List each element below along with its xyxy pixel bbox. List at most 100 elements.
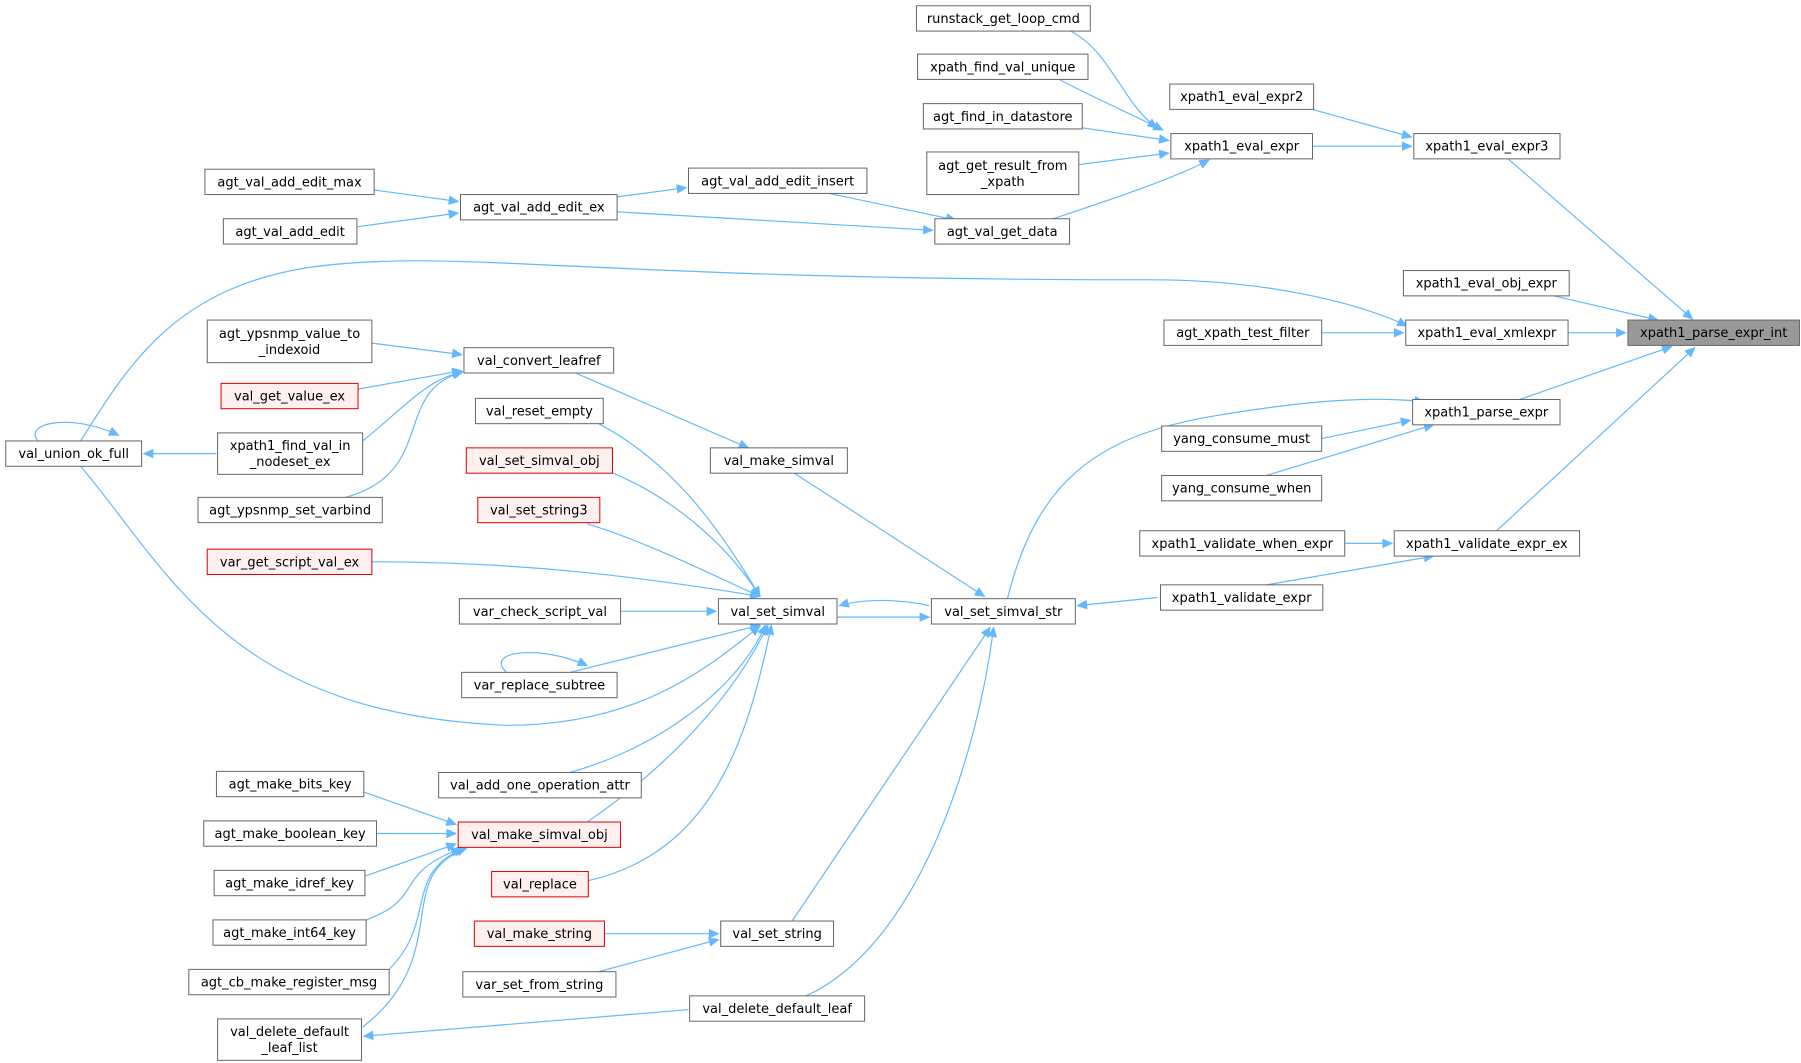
node-label: val_convert_leafref (477, 354, 601, 369)
node-val-make-simval-obj[interactable]: val_make_simval_obj (457, 821, 622, 848)
arrowhead-val_delete_default_leaf-to-val_set_simval_str (987, 626, 998, 638)
node-box (217, 432, 364, 475)
node-label: val_make_string (487, 927, 592, 942)
arrowhead-xpath1_parse_expr-to-xpath1_parse_expr_int (1661, 345, 1673, 355)
node-box (926, 151, 1080, 196)
node-box (206, 319, 373, 364)
node-label: xpath1_validate_expr_ex (1406, 537, 1568, 552)
node-xpath1-validate-expr-ex[interactable]: xpath1_validate_expr_ex (1393, 530, 1581, 557)
node-runstack-get-loop-cmd[interactable]: runstack_get_loop_cmd (915, 5, 1091, 32)
node-agt-get-result-from-xpath[interactable]: agt_get_result_from_xpath (926, 151, 1080, 196)
node-agt-xpath-test-filter[interactable]: agt_xpath_test_filter (1163, 319, 1323, 346)
node-val-delete-default-leaf-list[interactable]: val_delete_default_leaf_list (217, 1018, 363, 1061)
edge-val_union_ok_full-to-val_set_simval (80, 465, 761, 726)
node-xpath1-eval-xmlexpr[interactable]: xpath1_eval_xmlexpr (1405, 319, 1569, 346)
node-box (203, 820, 377, 847)
node-yang-consume-must[interactable]: yang_consume_must (1161, 425, 1323, 452)
node-agt-make-boolean-key[interactable]: agt_make_boolean_key (203, 820, 377, 847)
node-agt-make-idref-key[interactable]: agt_make_idref_key (213, 869, 366, 897)
node-box (915, 5, 1091, 32)
arrowhead-val_union_ok_full-to-val_union_ok_full (107, 426, 120, 436)
edge-var_get_script_val_ex-to-val_set_simval (371, 561, 760, 597)
node-label: val_delete_default_leaf (702, 1002, 852, 1017)
node-val-add-one-operation-attr[interactable]: val_add_one_operation_attr (438, 772, 642, 799)
node-agt-val-add-edit[interactable]: agt_val_add_edit (222, 218, 358, 245)
node-agt-val-add-edit-max[interactable]: agt_val_add_edit_max (204, 168, 375, 196)
node-box (1161, 474, 1323, 502)
arrowhead-agt_val_add_edit_ex-to-agt_val_add_edit_insert (676, 184, 688, 194)
edge-val_add_one_operation_attr-to-val_set_simval (569, 624, 767, 774)
node-box (215, 770, 365, 798)
node-val-replace[interactable]: val_replace (491, 871, 589, 898)
node-val-union-ok-full[interactable]: val_union_ok_full (5, 440, 143, 467)
arrowhead-agt_make_boolean_key-to-val_make_simval_obj (446, 828, 458, 839)
edge-xpath1_validate_expr-to-val_set_simval_str (1077, 596, 1158, 607)
node-val-reset-empty[interactable]: val_reset_empty (474, 397, 604, 425)
node-val-set-string3[interactable]: val_set_string3 (477, 496, 601, 524)
node-xpath1-eval-expr3[interactable]: xpath1_eval_expr3 (1413, 133, 1561, 160)
edge-agt_ypsnmp_value_to_indexoid-to-val_convert_leafref (371, 342, 462, 356)
node-xpath1-validate-when-expr[interactable]: xpath1_validate_when_expr (1139, 530, 1346, 557)
node-agt-make-int64-key[interactable]: agt_make_int64_key (212, 919, 367, 946)
node-box (213, 869, 366, 897)
node-val-make-simval[interactable]: val_make_simval (709, 447, 848, 474)
edge-xpath1_validate_expr-to-xpath1_validate_expr_ex (1266, 555, 1434, 586)
arrowhead-var_set_from_string-to-val_set_string (707, 937, 720, 947)
node-box (917, 53, 1089, 80)
node-xpath1-validate-expr[interactable]: xpath1_validate_expr (1160, 584, 1324, 611)
arrowhead-agt_val_add_edit-to-agt_val_add_edit_ex (448, 209, 460, 219)
node-box (922, 103, 1083, 130)
arrowhead-agt_ypsnmp_set_varbind-to-val_convert_leafref (452, 369, 465, 379)
node-yang-consume-when[interactable]: yang_consume_when (1161, 474, 1323, 502)
node-agt-find-in-datastore[interactable]: agt_find_in_datastore (922, 103, 1083, 130)
node-label: var_check_script_val (473, 605, 607, 620)
node-val-set-simval-obj[interactable]: val_set_simval_obj (465, 447, 613, 474)
node-xpath1-eval-expr[interactable]: xpath1_eval_expr (1170, 133, 1313, 160)
node-val-set-string[interactable]: val_set_string (720, 920, 835, 947)
node-xpath1-parse-expr[interactable]: xpath1_parse_expr (1412, 399, 1561, 426)
node-label: val_set_string3 (490, 504, 588, 519)
node-val-set-simval[interactable]: val_set_simval (717, 598, 838, 625)
node-var-set-from-string[interactable]: var_set_from_string (462, 971, 617, 998)
node-agt-make-bits-key[interactable]: agt_make_bits_key (215, 770, 365, 798)
node-var-check-script-val[interactable]: var_check_script_val (458, 598, 622, 625)
arrowhead-val_set_simval-to-val_set_simval_str (919, 612, 931, 622)
node-val-set-simval-str[interactable]: val_set_simval_str (930, 598, 1076, 625)
node-label: agt_make_bits_key (229, 778, 352, 793)
edge-val_delete_default_leaf-to-val_set_simval_str (805, 627, 995, 997)
node-box (687, 167, 868, 194)
node-box (1161, 425, 1323, 452)
edge-val_union_ok_full-to-val_union_ok_full (34, 421, 119, 442)
node-xpath1-eval-obj-expr[interactable]: xpath1_eval_obj_expr (1402, 270, 1570, 297)
node-val-convert-leafref[interactable]: val_convert_leafref (463, 347, 615, 374)
node-box (458, 598, 622, 625)
node-xpath1-parse-expr-int[interactable]: xpath1_parse_expr_int (1627, 319, 1800, 346)
node-agt-cb-make-register-msg[interactable]: agt_cb_make_register_msg (188, 968, 390, 996)
edge-xpath1_find_val_in_nodeset_ex-to-val_convert_leafref (362, 371, 462, 442)
node-agt-val-get-data[interactable]: agt_val_get_data (934, 218, 1071, 245)
node-xpath1-find-val-in-nodeset-ex[interactable]: xpath1_find_val_in_nodeset_ex (217, 432, 364, 475)
node-label: agt_ypsnmp_set_varbind (209, 504, 371, 519)
edge-yang_consume_must-to-xpath1_parse_expr (1321, 419, 1411, 440)
node-val-get-value-ex[interactable]: val_get_value_ex (220, 382, 359, 410)
node-agt-val-add-edit-ex[interactable]: agt_val_add_edit_ex (460, 194, 618, 221)
node-var-replace-subtree[interactable]: var_replace_subtree (461, 671, 618, 699)
node-agt-val-add-edit-insert[interactable]: agt_val_add_edit_insert (687, 167, 868, 194)
node-val-make-string[interactable]: val_make_string (473, 920, 605, 947)
node-label: val_make_simval_obj (471, 828, 608, 843)
node-agt-ypsnmp-set-varbind[interactable]: agt_ypsnmp_set_varbind (197, 496, 383, 524)
node-xpath1-eval-expr2[interactable]: xpath1_eval_expr2 (1169, 83, 1315, 110)
node-label: agt_xpath_test_filter (1176, 326, 1310, 341)
node-box (474, 397, 604, 425)
arrowhead-val_set_string-to-val_set_simval_str (980, 626, 991, 639)
node-label: agt_val_add_edit (235, 225, 345, 240)
node-box (462, 971, 617, 998)
arrowhead-val_replace-to-val_set_simval (764, 623, 775, 636)
node-agt-ypsnmp-value-to-indexoid[interactable]: agt_ypsnmp_value_to_indexoid (206, 319, 373, 364)
node-var-get-script-val-ex[interactable]: var_get_script_val_ex (206, 548, 373, 575)
node-box (709, 447, 848, 474)
edge-val_union_ok_full-to-xpath1_eval_xmlexpr (80, 260, 1408, 442)
node-xpath-find-val-unique[interactable]: xpath_find_val_unique (917, 53, 1089, 80)
node-val-delete-default-leaf[interactable]: val_delete_default_leaf (689, 995, 866, 1022)
arrowhead-agt_make_bits_key-to-val_make_simval_obj (445, 816, 458, 826)
